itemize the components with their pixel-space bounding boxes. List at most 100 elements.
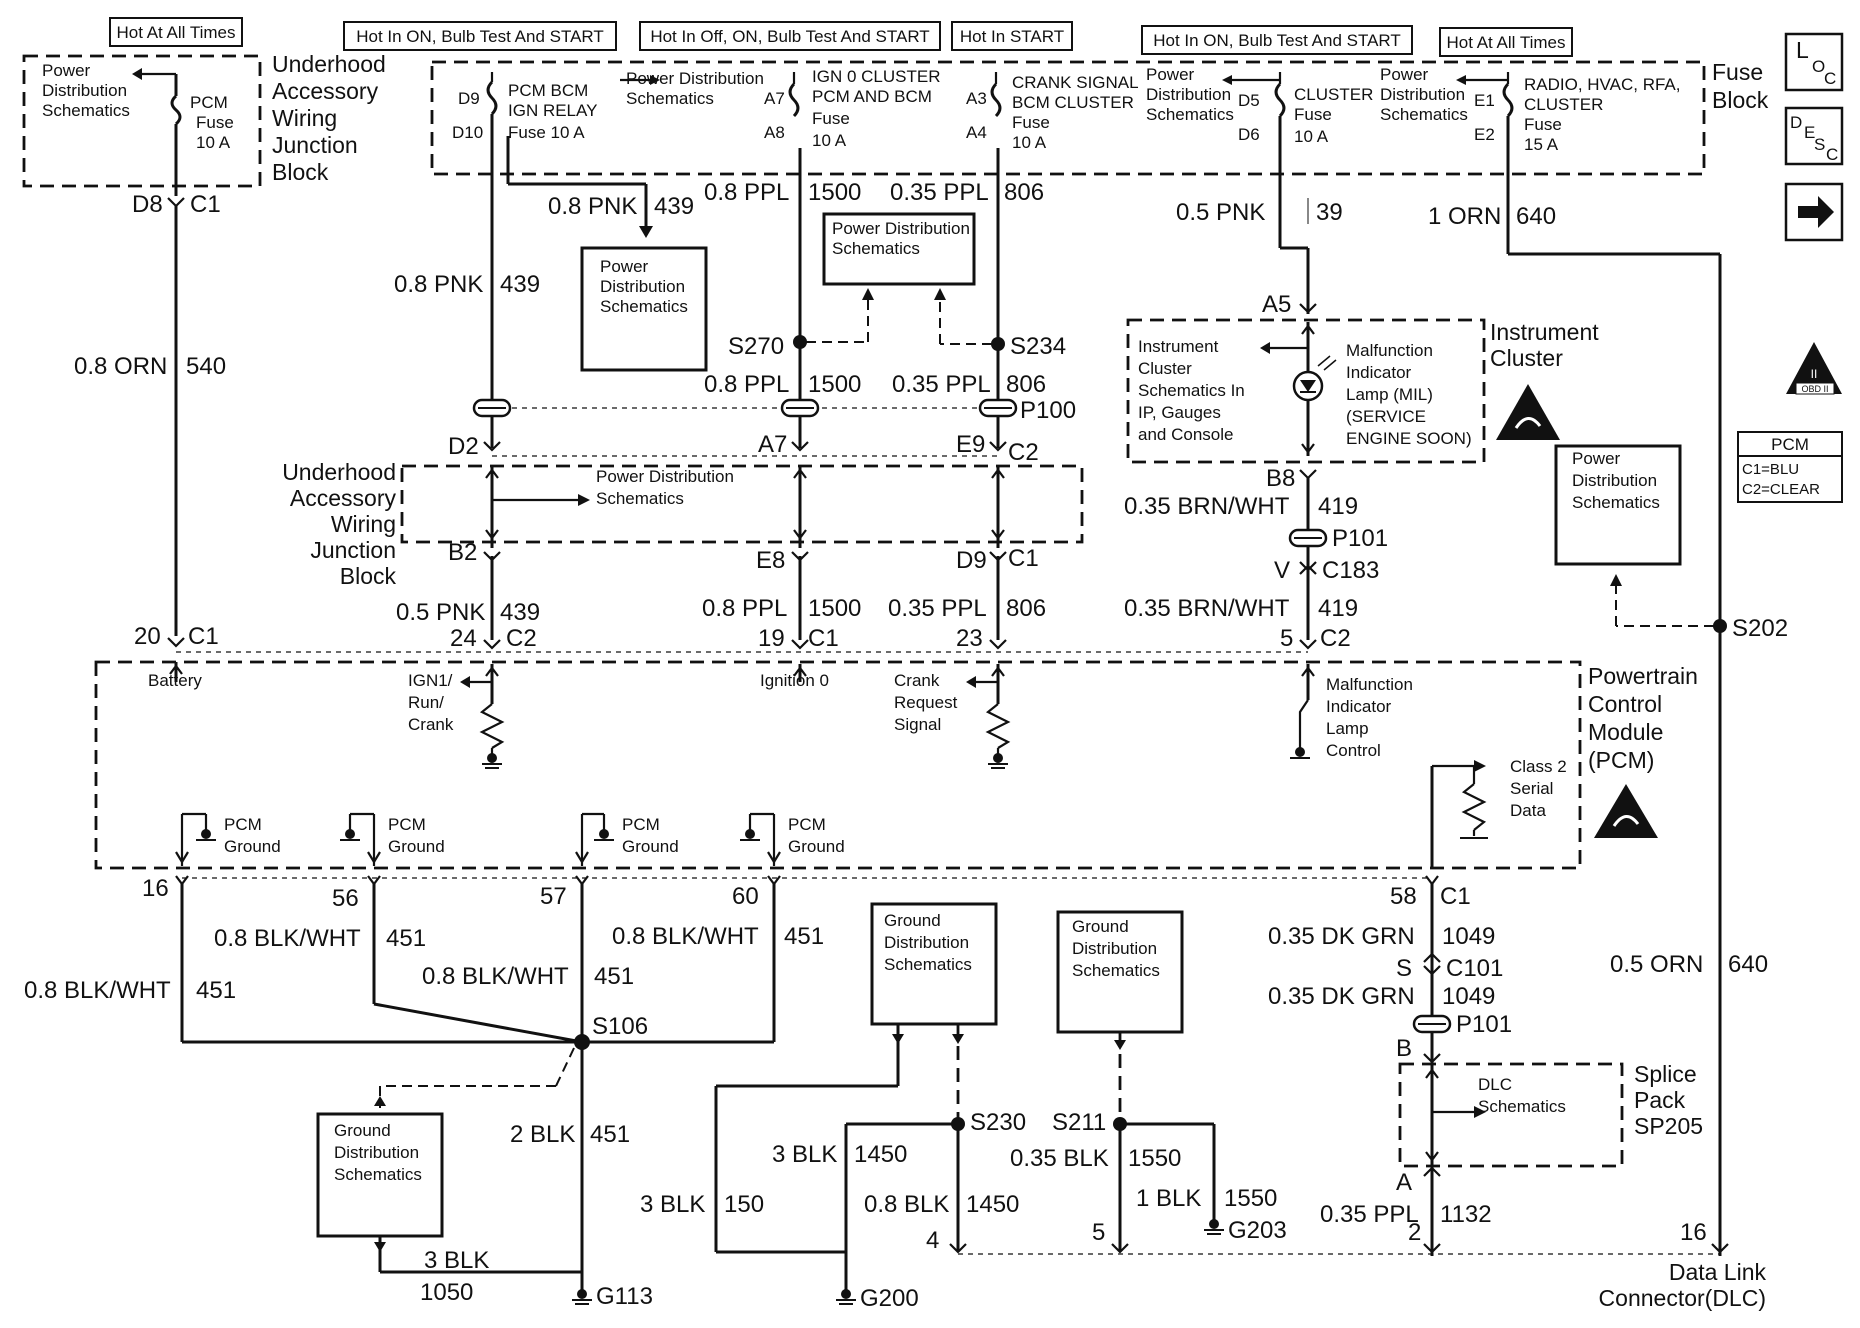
- pcm-ground: PCM Ground: [740, 812, 845, 866]
- svg-text:Malfunction: Malfunction: [1326, 675, 1413, 694]
- svg-text:Wiring: Wiring: [331, 511, 396, 537]
- wire-color: 0.35 PPL: [1320, 1201, 1419, 1228]
- ground-distribution-ref[interactable]: [870, 902, 998, 1026]
- wire-color: 0.35 BRN/WHT: [1124, 493, 1290, 520]
- svg-text:IGN 0 CLUSTER: IGN 0 CLUSTER: [812, 67, 940, 86]
- svg-text:10 A: 10 A: [1012, 133, 1047, 152]
- power-distribution-ref[interactable]: [1554, 444, 1682, 566]
- connector-label: C2: [1008, 439, 1039, 466]
- svg-text:Fuse: Fuse: [1294, 105, 1332, 124]
- pin-label: A5: [1262, 291, 1291, 318]
- pin-label: A: [1396, 1169, 1412, 1196]
- wire-color: 3 BLK: [772, 1141, 837, 1168]
- pin-label: D9: [956, 547, 987, 574]
- svg-text:Distribution: Distribution: [1572, 471, 1657, 490]
- circuit-number: 1500: [808, 179, 861, 206]
- svg-text:CLUSTER: CLUSTER: [1524, 95, 1603, 114]
- ground-distribution-ref[interactable]: [316, 1112, 444, 1238]
- pin-label: S: [1396, 955, 1412, 982]
- description-icon[interactable]: [1784, 106, 1844, 166]
- pin-label: B8: [1266, 465, 1295, 492]
- connector-label: C1: [188, 623, 219, 650]
- svg-text:E: E: [1804, 123, 1815, 142]
- svg-text:Run/: Run/: [408, 693, 444, 712]
- svg-text:Ground: Ground: [388, 837, 445, 856]
- splice-label: S270: [728, 333, 784, 360]
- circuit-number: 419: [1318, 595, 1358, 622]
- svg-text:PCM: PCM: [1771, 435, 1809, 454]
- wire-color: 0.35 DK GRN: [1268, 923, 1415, 950]
- pin-label: V: [1274, 557, 1290, 584]
- svg-text:L: L: [1796, 37, 1809, 63]
- svg-text:10 A: 10 A: [812, 131, 847, 150]
- wire-color: 1 BLK: [1136, 1185, 1201, 1212]
- connector-label: C1: [1440, 883, 1471, 910]
- svg-text:Schematics: Schematics: [1380, 105, 1468, 124]
- svg-text:Control: Control: [1326, 741, 1381, 760]
- svg-text:A4: A4: [966, 123, 987, 142]
- svg-text:Ground: Ground: [788, 837, 845, 856]
- wire-color: 0.8 PNK: [394, 271, 483, 298]
- svg-text:Pack: Pack: [1634, 1087, 1686, 1113]
- svg-text:Schematics: Schematics: [626, 89, 714, 108]
- svg-text:Schematics: Schematics: [596, 489, 684, 508]
- svg-text:Underhood: Underhood: [272, 51, 386, 77]
- svg-text:II: II: [1811, 367, 1818, 381]
- wire-color: 1 ORN: [1428, 203, 1501, 230]
- svg-text:Junction: Junction: [310, 537, 396, 563]
- wire-color: 0.35 PPL: [888, 595, 987, 622]
- power-distribution-ref[interactable]: [580, 246, 708, 372]
- splice-label: S106: [592, 1013, 648, 1040]
- pin-label: E8: [756, 547, 785, 574]
- connector-label: C183: [1322, 557, 1379, 584]
- svg-text:Power: Power: [1380, 65, 1429, 84]
- svg-text:OBD II: OBD II: [1801, 384, 1828, 394]
- underhood-junction-block-mid: Underhood Accessory Wiring Junction Bloc…: [282, 459, 1084, 589]
- dlc-title: Data Link: [1669, 1259, 1767, 1285]
- circuit-number: 1450: [966, 1191, 1019, 1218]
- locator-icon[interactable]: [1784, 32, 1844, 92]
- splice-label: S234: [1010, 333, 1066, 360]
- svg-text:Power Distribution: Power Distribution: [832, 219, 970, 238]
- hot-tags: Hot At All Times Hot In ON, Bulb Test An…: [109, 17, 1573, 57]
- circuit-number: 451: [594, 963, 634, 990]
- svg-text:10 A: 10 A: [1294, 127, 1329, 146]
- pin-label: 5: [1280, 625, 1293, 652]
- wire-color: 0.5 PNK: [396, 599, 485, 626]
- svg-text:PCM: PCM: [388, 815, 426, 834]
- ground-distribution-ref[interactable]: [1056, 910, 1184, 1034]
- power-distribution-ref[interactable]: [822, 212, 976, 286]
- circuit-number: 640: [1728, 951, 1768, 978]
- pin-label: 2: [1408, 1219, 1421, 1246]
- connector-p100: P100: [472, 397, 1076, 424]
- wire-color: 0.8 BLK: [864, 1191, 949, 1218]
- circuit-number: 1500: [808, 595, 861, 622]
- svg-text:IP, Gauges: IP, Gauges: [1138, 403, 1221, 422]
- svg-text:Power: Power: [1146, 65, 1195, 84]
- hot-tag: Hot In ON, Bulb Test And START: [1153, 31, 1401, 50]
- wire-color: 0.5 ORN: [1610, 951, 1703, 978]
- pcm-ground: PCM Ground: [175, 812, 281, 866]
- wire-color: 0.35 BRN/WHT: [1124, 595, 1290, 622]
- svg-text:G200: G200: [860, 1285, 919, 1312]
- svg-text:Schematics In: Schematics In: [1138, 381, 1245, 400]
- svg-text:Fuse: Fuse: [812, 109, 850, 128]
- svg-text:Malfunction: Malfunction: [1346, 341, 1433, 360]
- svg-text:Schematics: Schematics: [42, 101, 130, 120]
- svg-text:ENGINE SOON): ENGINE SOON): [1346, 429, 1472, 448]
- svg-text:A8: A8: [764, 123, 785, 142]
- pin-label: 23: [956, 625, 983, 652]
- svg-text:Distribution: Distribution: [334, 1143, 419, 1162]
- svg-text:Block: Block: [272, 159, 329, 185]
- svg-text:E1: E1: [1474, 91, 1495, 110]
- svg-text:D6: D6: [1238, 125, 1260, 144]
- circuit-number: 451: [196, 977, 236, 1004]
- svg-text:Distribution: Distribution: [1072, 939, 1157, 958]
- pcm-ground: PCM Ground: [575, 812, 679, 866]
- svg-text:Distribution: Distribution: [884, 933, 969, 952]
- pin-label: E9: [956, 431, 985, 458]
- wire-color: 0.8 PPL: [704, 371, 789, 398]
- ground-g203: G203: [1204, 1217, 1287, 1244]
- connector-label: C101: [1446, 955, 1503, 982]
- svg-text:Ground: Ground: [334, 1121, 391, 1140]
